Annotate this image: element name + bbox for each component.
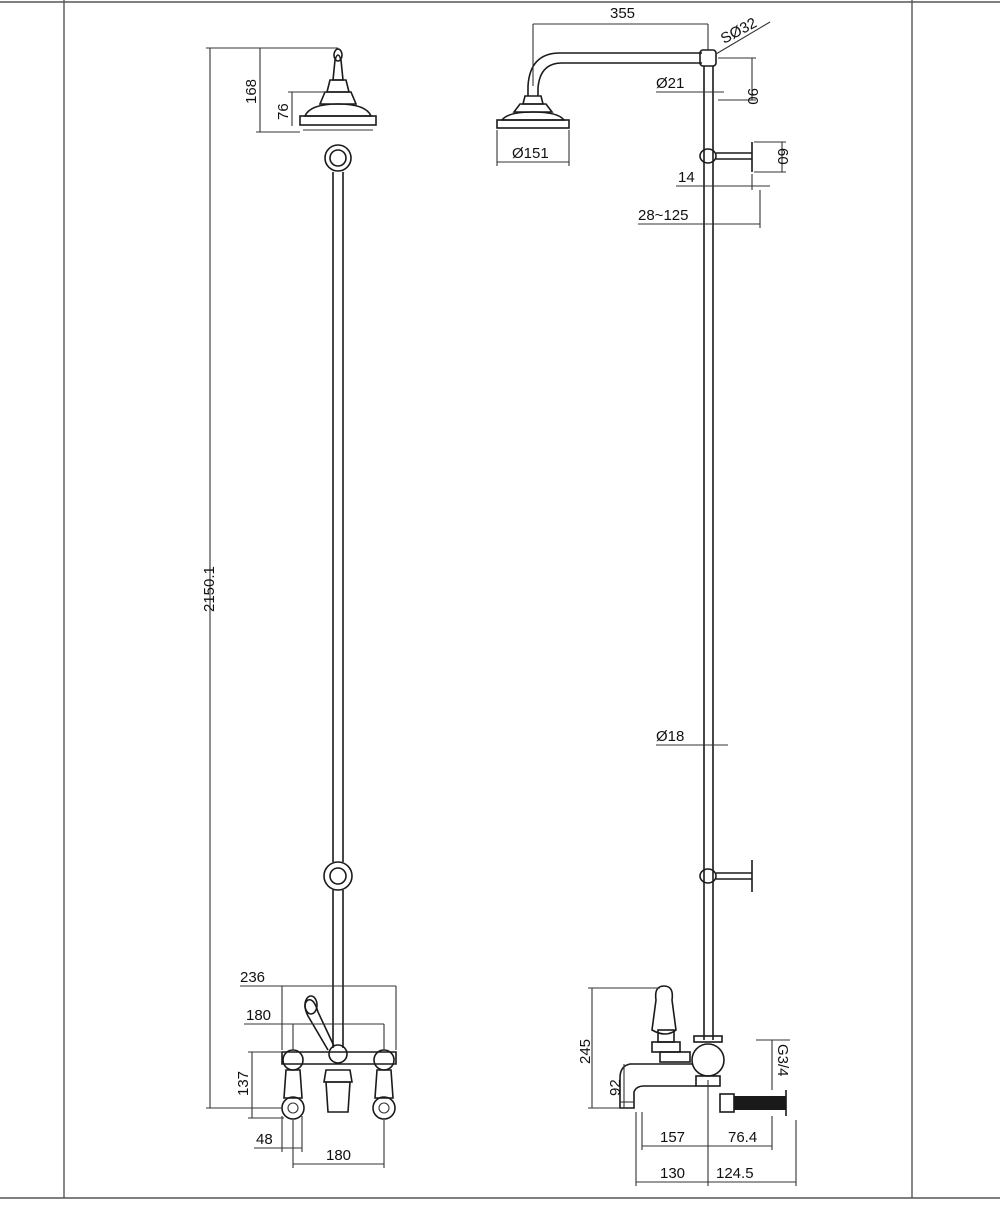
dim-arm-dia: Ø21 [656, 75, 684, 92]
dim-inlet-centers: 180 [326, 1147, 351, 1164]
dim-side-height: 245 [577, 1039, 594, 1064]
dim-head-height: 76 [275, 103, 292, 120]
dim-handle-centers: 180 [246, 1007, 271, 1024]
dim-outlet-offset: 48 [256, 1131, 273, 1148]
dim-riser-dia: Ø18 [656, 728, 684, 745]
dim-arm-projection: 355 [610, 5, 635, 22]
dim-base-front: 130 [660, 1165, 685, 1182]
dim-spout-reach: 157 [660, 1129, 685, 1146]
front-view [281, 48, 397, 1120]
dim-mixer-height: 137 [235, 1071, 252, 1096]
dim-head-total-height: 168 [243, 79, 260, 104]
dim-bracket-adjust: 28~125 [638, 207, 688, 224]
front-dimensions: 2150.1 168 76 236 180 137 48 180 [201, 47, 397, 1168]
dim-spout-height: 92 [607, 1079, 624, 1096]
side-view [496, 49, 787, 1116]
dim-bracket-offset: 14 [678, 169, 695, 186]
dim-base-rear: 124.5 [716, 1165, 754, 1182]
dim-inlet-depth: 76.4 [728, 1129, 757, 1146]
dim-side-inlet-thread: G3/4 [774, 1044, 791, 1077]
dim-mixer-width: 236 [240, 969, 265, 986]
dim-bracket-height: 60 [774, 148, 791, 165]
side-dimensions: 355 SØ32 90 Ø21 Ø151 60 14 28~125 Ø18 [496, 5, 797, 1186]
dim-head-dia: Ø151 [512, 145, 549, 162]
dim-arm-tube: SØ32 [718, 15, 760, 48]
dim-arm-drop: 90 [744, 88, 761, 105]
dim-overall-height: 2150.1 [201, 566, 218, 612]
